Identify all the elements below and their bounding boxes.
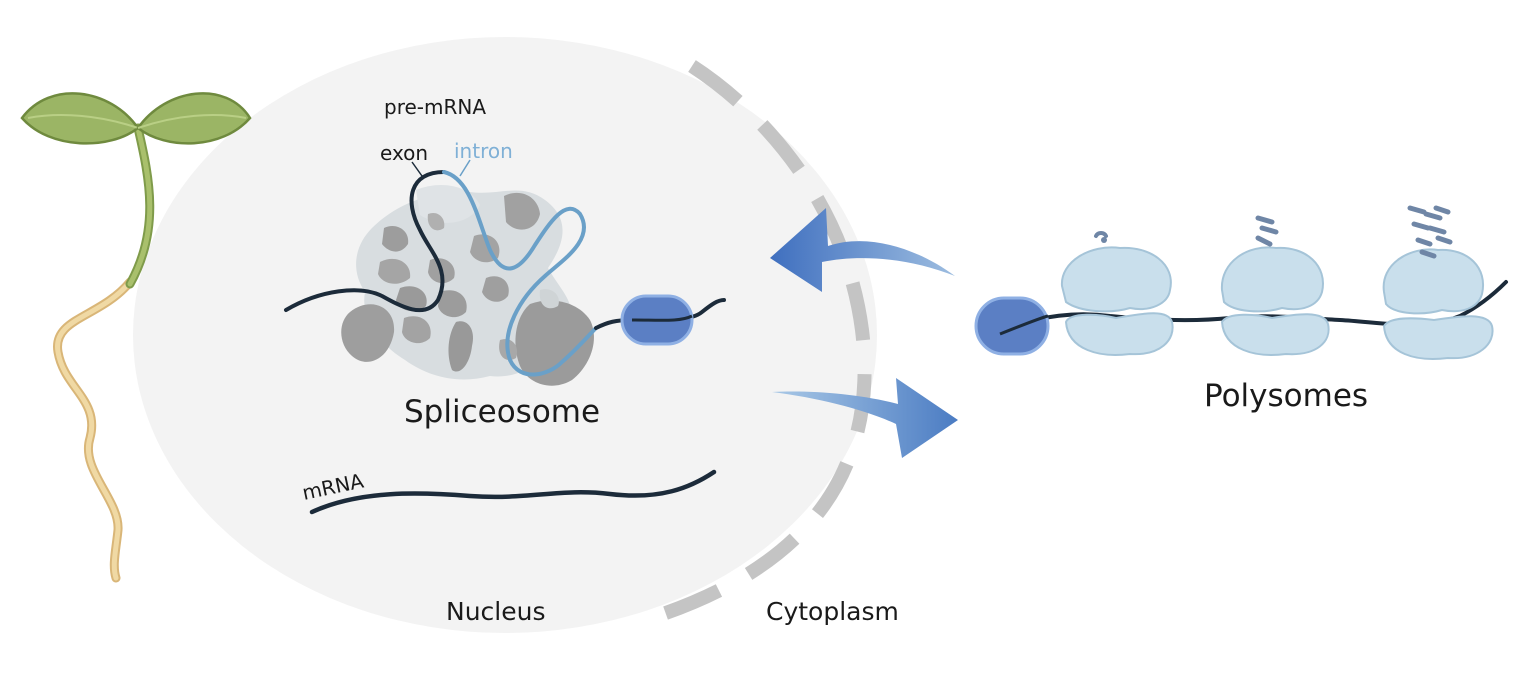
cytoplasm-label: Cytoplasm xyxy=(766,597,899,626)
pre-mrna-exon-strand-left xyxy=(284,170,446,313)
intron-pointer xyxy=(459,159,471,177)
polysome-cap xyxy=(974,296,1050,356)
nuclear-membrane xyxy=(657,60,872,622)
mrna-strand xyxy=(309,469,717,515)
seedling-icon xyxy=(20,92,252,583)
seedling-leaf-right xyxy=(136,92,252,145)
spliceosome-complex xyxy=(341,185,594,386)
arrow-to-cytoplasm xyxy=(772,378,958,458)
polysomes-label: Polysomes xyxy=(1204,378,1368,414)
seedling-leaf-left xyxy=(20,92,140,145)
ribosome-3 xyxy=(1382,205,1494,360)
nucleus-label: Nucleus xyxy=(446,597,546,626)
pre-mrna-label: pre-mRNA xyxy=(384,95,486,119)
exon-pointer xyxy=(411,161,423,177)
arrow-export-to-nucleus xyxy=(770,208,955,292)
ribosome-1 xyxy=(1060,231,1174,356)
intron-label: intron xyxy=(454,139,513,163)
ribosome-2 xyxy=(1220,215,1330,356)
pre-mrna-intron-strand xyxy=(442,170,598,377)
spliceosome-label: Spliceosome xyxy=(404,394,600,430)
exon-label: exon xyxy=(380,141,428,165)
